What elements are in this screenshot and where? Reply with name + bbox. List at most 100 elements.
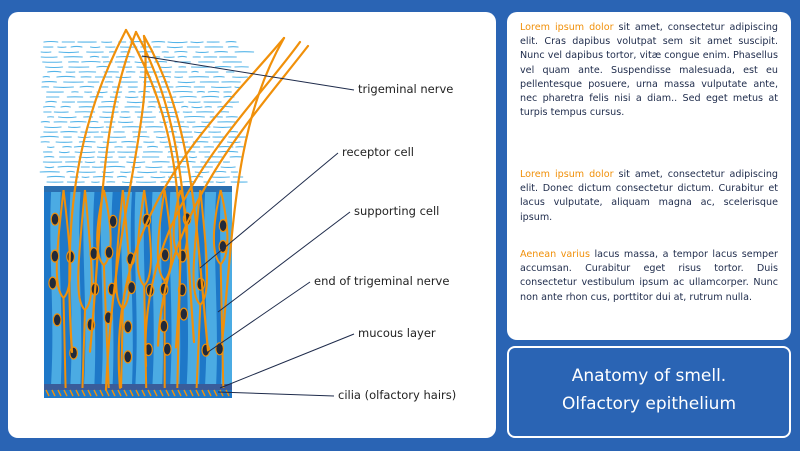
cilium — [111, 389, 116, 397]
cilium — [57, 389, 62, 397]
tissue-strand — [43, 40, 59, 43]
cell-nucleus — [108, 214, 118, 228]
label-end-of-trigeminal-nerve: end of trigeminal nerve — [314, 274, 450, 288]
tissue-strand — [44, 166, 55, 169]
text-panel: Lorem ipsum dolor sit amet, consectetur … — [507, 12, 791, 340]
tissue-strand — [174, 160, 196, 163]
nerve-fiber — [88, 30, 138, 353]
tissue-strand — [201, 95, 220, 98]
leader-line — [199, 152, 339, 269]
nerve-fiber — [124, 28, 182, 349]
cilium — [129, 389, 134, 397]
caption-title: Anatomy of smell. — [571, 366, 727, 386]
tissue-strand — [132, 135, 150, 138]
nerve-fiber — [144, 40, 302, 368]
cilium — [51, 389, 56, 397]
tissue-strand — [116, 175, 127, 178]
cilium — [141, 389, 146, 397]
cilium — [219, 389, 224, 397]
tissue-strand — [214, 170, 227, 173]
leader-line — [217, 391, 335, 397]
cilium — [69, 389, 74, 397]
tissue-strand — [172, 90, 193, 93]
paragraph-3: Aenean varius lacus massa, a tempor lacu… — [520, 248, 778, 305]
cell-nucleus — [52, 313, 62, 327]
tissue-strand — [70, 45, 83, 48]
cilium — [87, 389, 92, 397]
supporting-cell — [69, 192, 82, 384]
receptor-cell — [192, 189, 209, 389]
tissue-strand — [174, 50, 188, 53]
tissue-strand — [43, 105, 56, 108]
caption-box: Anatomy of smell. Olfactory epithelium — [507, 346, 791, 438]
paragraph-2-text: sit amet, consectetur adipiscing elit. D… — [520, 169, 778, 223]
tissue-strand — [167, 41, 188, 44]
paragraph-1-text: sit amet, consectetur adipiscing elit. C… — [520, 22, 778, 119]
cilium — [189, 389, 194, 397]
supporting-cell — [121, 192, 133, 384]
cell-nucleus — [104, 245, 114, 259]
leader-line — [217, 211, 351, 313]
tissue-strand — [79, 85, 95, 88]
leader-line — [141, 55, 355, 91]
cilium — [159, 389, 164, 397]
tissue-strand — [191, 70, 199, 73]
label-mucous-layer: mucous layer — [358, 326, 436, 340]
cilium — [105, 389, 110, 397]
label-leader-lines — [141, 55, 355, 397]
tissue-strand — [147, 145, 159, 148]
tissue-strand — [158, 66, 173, 69]
cilium — [207, 389, 212, 397]
tissue-strand — [105, 165, 126, 168]
cell-nucleus — [159, 319, 169, 333]
label-cilia: cilia (olfactory hairs) — [338, 388, 457, 402]
cilium — [195, 389, 200, 397]
tissue-strand — [89, 46, 101, 49]
cilium — [81, 389, 86, 397]
receptor-cell — [212, 189, 229, 389]
tissue-strand — [190, 41, 204, 44]
nerve-fiber — [68, 28, 128, 354]
cilium — [135, 389, 140, 397]
cell-nucleus — [218, 239, 228, 254]
supporting-cells — [50, 189, 232, 389]
cilium — [153, 389, 158, 397]
paragraph-3-text: lacus massa, a tempor lacus semper accum… — [520, 249, 778, 303]
cilium — [201, 389, 206, 397]
leader-line — [207, 281, 311, 353]
leader-line — [219, 333, 355, 389]
tissue-strand — [57, 116, 77, 119]
cilium — [123, 389, 128, 397]
cell-nucleus — [127, 281, 136, 295]
tissue-strand — [45, 66, 64, 69]
cilium — [213, 389, 218, 397]
tissue-strand — [56, 75, 76, 78]
tissue-strand — [194, 171, 210, 174]
cilium — [63, 389, 68, 397]
tissue-strand — [60, 105, 71, 108]
tissue-strand — [66, 170, 75, 173]
tissue-strand — [191, 106, 203, 109]
tissue-strand — [189, 175, 204, 178]
cilium — [147, 389, 152, 397]
label-trigeminal-nerve: trigeminal nerve — [358, 82, 454, 96]
tissue-strand — [188, 156, 198, 159]
tissue-strand — [207, 90, 220, 93]
cell-nucleus — [50, 212, 60, 226]
tissue-strand — [115, 76, 132, 79]
tissue-strand — [58, 151, 70, 154]
cell-nucleus — [218, 219, 228, 233]
tissue-strand — [86, 126, 104, 129]
cell-nucleus — [162, 342, 172, 356]
paragraph-1: Lorem ipsum dolor sit amet, consectetur … — [520, 21, 778, 120]
caption-subtitle: Olfactory epithelium — [561, 394, 737, 414]
tissue-strand — [179, 95, 197, 98]
paragraph-2-highlight: Lorem ipsum dolor — [520, 169, 614, 180]
label-receptor-cell: receptor cell — [342, 145, 414, 159]
tissue-strand — [44, 126, 62, 129]
tissue-strand — [89, 55, 100, 58]
olfactory-epithelium-diagram — [39, 28, 355, 398]
tissue-strand — [101, 100, 120, 103]
cilium — [177, 389, 182, 397]
cilium — [99, 389, 104, 397]
